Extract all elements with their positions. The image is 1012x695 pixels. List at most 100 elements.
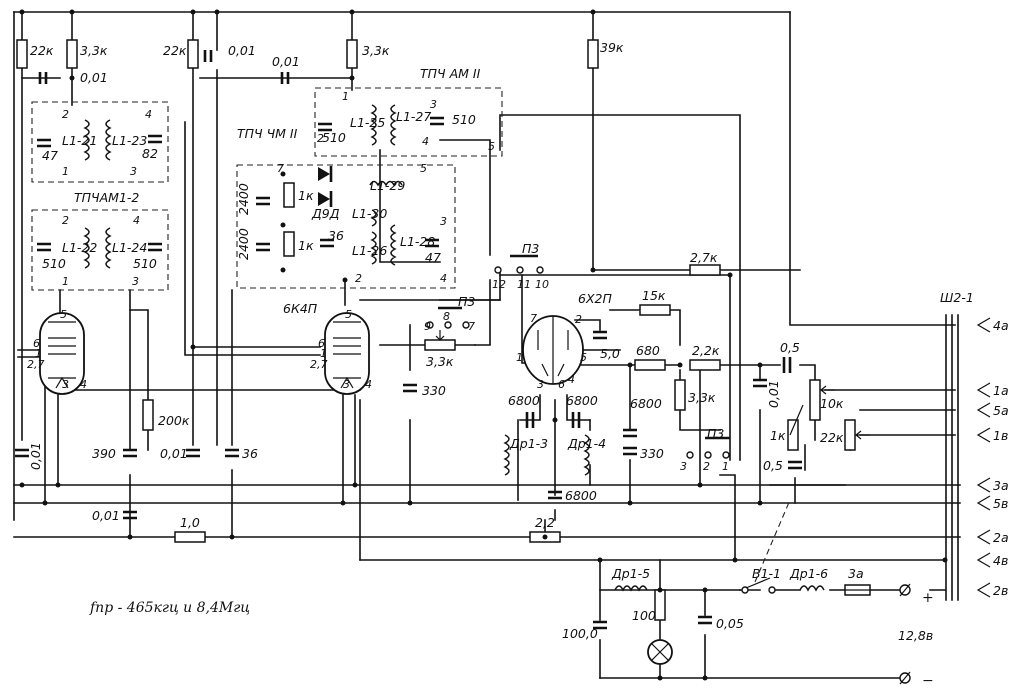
pin-label-2a: 2	[62, 108, 69, 121]
label-r-1k-a: 1к	[298, 188, 314, 203]
resistor-22k-b	[187, 39, 199, 69]
label-switch-p3-a: П3	[522, 241, 539, 256]
label-r-22k-pot: 22к	[820, 430, 844, 445]
pilot-lamp	[647, 639, 673, 665]
resistor-15k	[639, 304, 671, 316]
pin-label-4f: 4	[365, 378, 372, 391]
coil-l1-27	[390, 104, 397, 146]
coil-l1-23	[105, 119, 112, 161]
coil-l1-24	[105, 227, 112, 269]
capacitor-0-01-c	[280, 72, 290, 84]
capacitor-6800-a	[525, 412, 535, 428]
resistor-2-7k	[689, 264, 721, 276]
label-r-22k-b: 22к	[163, 43, 187, 58]
label-choke-dr1-3: Др1-3	[509, 436, 548, 451]
label-r-39k: 39к	[600, 40, 624, 55]
label-r-100: 100	[632, 608, 656, 623]
coil-l1-22	[83, 227, 90, 269]
pin-label-6h: 6	[558, 378, 565, 391]
capacitor-390	[123, 448, 137, 458]
label-tube-v2: 6К4П	[283, 301, 318, 316]
resistor-22k-a	[16, 39, 28, 69]
label-coil-l1-30: L1-30	[352, 206, 387, 221]
label-r-1k-c: 1к	[770, 428, 786, 443]
pin-label-11: 11	[517, 278, 531, 291]
label-fuse: 3а	[848, 566, 864, 581]
label-r-15k: 15к	[642, 288, 666, 303]
label-block-tpch-am1-2: ТПЧАМ1-2	[74, 190, 139, 205]
label-c-2400-b: 2400	[236, 228, 251, 260]
pin-label-5h: 5	[580, 351, 587, 364]
label-c-510-c: 510	[322, 130, 346, 145]
label-r-680: 680	[636, 343, 660, 358]
label-coil-l1-24: L1-24	[112, 240, 147, 255]
switch-p3-contacts	[426, 254, 730, 459]
label-c-6800-c: 6800	[630, 396, 662, 411]
pin-label-3f: 3	[343, 378, 350, 391]
coil-l1-26	[370, 231, 377, 265]
pin-label-3e: 3	[62, 378, 69, 391]
pin-label-1f: 1	[320, 347, 327, 360]
label-c-0-01-g: 0,01	[766, 380, 781, 408]
resistor-39k	[587, 39, 599, 69]
capacitor-330-a	[403, 383, 417, 393]
pin-label-2h: 2	[575, 313, 582, 326]
resistor-22k-pot	[844, 419, 856, 451]
pin-label-3d: 3	[440, 215, 447, 228]
label-coil-l1-23: L1-23	[112, 133, 147, 148]
label-r-2-7k: 2,7к	[690, 250, 718, 265]
choke-dr1-5	[614, 585, 648, 592]
connector-arrows	[976, 317, 991, 598]
label-c-5-0: 5,0	[600, 346, 620, 361]
capacitor-6800-b	[571, 412, 581, 428]
label-connector-pin-1a: 1а	[993, 383, 1009, 398]
label-c-47-b: 47	[425, 250, 441, 265]
capacitor-510-d	[430, 116, 444, 126]
label-c-0-01-a: 0,01	[80, 70, 108, 85]
pin-label-1b: 1	[62, 275, 69, 288]
fuse	[844, 584, 871, 596]
label-diode-d9d: Д9Д	[311, 206, 340, 221]
label-r-10k: 10к	[820, 396, 844, 411]
label-r-3-3k-b: 3,3к	[362, 43, 390, 58]
label-switch-p3-b: П3	[458, 294, 475, 309]
resistor-1k-c	[787, 419, 799, 451]
label-connector-pin-2b: 2в	[993, 583, 1008, 598]
pin-label-12: 12	[492, 278, 506, 291]
tube-v2	[324, 312, 370, 395]
label-c-6800-d: 6800	[565, 488, 597, 503]
pin-label-5e: 5	[60, 308, 67, 321]
resistor-3-3k-pot	[424, 339, 456, 351]
label-c-0-05: 0,05	[716, 616, 744, 631]
label-c-36-b: 36	[242, 446, 258, 461]
pin-label-3a: 3	[130, 165, 137, 178]
capacitor-510-a	[37, 242, 51, 252]
capacitor-0-5-b	[788, 460, 802, 470]
pin-label-4h: 4	[568, 373, 575, 386]
resistor-3-3k-a	[66, 39, 78, 69]
capacitor-0-01-f	[186, 448, 200, 458]
label-r-2-2k: 2,2к	[692, 343, 720, 358]
label-connector-pin-4a: 4а	[993, 318, 1009, 333]
label-r-2-2: 2,2	[535, 515, 555, 530]
capacitor-510-b	[148, 242, 162, 252]
capacitor-36-b	[225, 448, 239, 458]
supply-minus-sign: −	[922, 673, 934, 689]
capacitor-0-05	[698, 615, 712, 625]
label-coil-l1-22: L1-22	[62, 240, 97, 255]
label-c-0-01-e: 0,01	[92, 508, 120, 523]
label-choke-dr1-4: Др1-4	[567, 436, 606, 451]
pin-label-27f: 2,7	[310, 358, 328, 371]
label-coil-l1-29: L1-29	[370, 178, 405, 193]
pin-label-4b: 4	[133, 214, 140, 227]
label-c-0-5-a: 0,5	[780, 340, 800, 355]
capacitor-330-b	[623, 446, 637, 456]
capacitor-2400-a	[256, 196, 270, 206]
label-connector-pin-5b: 5в	[993, 496, 1008, 511]
label-c-330-a: 330	[422, 383, 446, 398]
tube-v1	[39, 312, 85, 395]
pin-label-1e: 1	[35, 347, 42, 360]
label-c-100: 100,0	[562, 626, 598, 641]
capacitor-0-01-g	[753, 378, 767, 388]
pin-label-7h: 7	[530, 312, 537, 325]
